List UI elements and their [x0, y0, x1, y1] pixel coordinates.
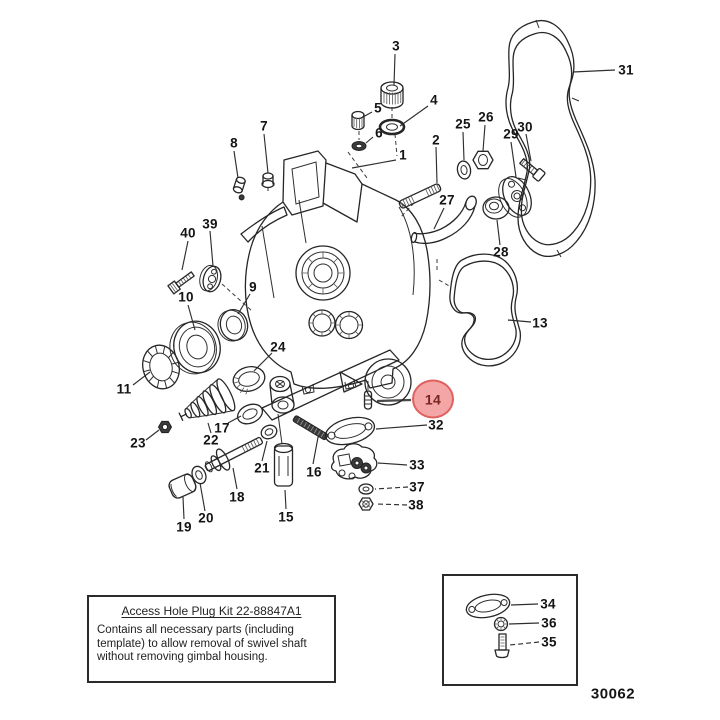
part-5-bushing: [352, 112, 364, 130]
part-16-swivel-bracket: [262, 350, 411, 440]
part-13-gasket: [450, 254, 520, 366]
part-34-gasket: [464, 591, 512, 622]
part-17-washer: [234, 400, 265, 427]
part-2-stud: [398, 183, 441, 209]
part-14-pin: [365, 391, 372, 409]
part-15-plug: [275, 444, 293, 487]
part-28-bushing: [483, 197, 509, 219]
part-38-locknut: [359, 498, 373, 510]
part-30-bolt: [519, 156, 546, 181]
highlight-leader-line: [377, 400, 411, 401]
leader-lines: [133, 54, 615, 645]
part-10-bearing-cup: [164, 316, 226, 379]
part-8-elbow-fitting: [231, 176, 250, 200]
part-24-clamp-ring: [230, 363, 268, 396]
note-body: Contains all necessary parts (including …: [97, 624, 307, 664]
part-4-seal-ring: [380, 120, 404, 134]
access-hole-plug-kit-note: Access Hole Plug Kit 22-88847A1 Contains…: [87, 595, 336, 683]
part-35-bolt: [495, 634, 509, 658]
part-36-lock-washer: [495, 618, 508, 631]
part-33-cover-plate: [332, 444, 377, 479]
part-32-gasket: [323, 413, 378, 449]
drawing-number: 30062: [590, 685, 636, 703]
part-9-ring: [215, 307, 252, 345]
part-18-shaft: [201, 430, 267, 479]
part-3-bushing: [381, 82, 403, 108]
part-7-plug-fitting: [262, 173, 274, 191]
part-23-nut: [159, 421, 172, 432]
note-title: Access Hole Plug Kit 22-88847A1: [121, 604, 302, 618]
part-25-washer: [456, 160, 472, 180]
inset-kit-box: [443, 575, 577, 685]
part-21-seal-ring: [259, 423, 279, 441]
construction-lines: [222, 107, 451, 444]
part-27-tube: [411, 195, 479, 244]
part-1-gimbal-housing: [241, 151, 430, 394]
part-6-grommet: [352, 142, 366, 151]
part-19-cap: [167, 472, 198, 500]
part-31-gasket: [506, 20, 595, 257]
part-39-flange: [197, 263, 224, 293]
part-26-nut: [473, 151, 493, 168]
part-11-gear-ring: [138, 341, 184, 393]
part-22-bellows: [173, 377, 238, 433]
part-40-bolt: [168, 270, 196, 294]
part-37-washer: [359, 484, 373, 494]
